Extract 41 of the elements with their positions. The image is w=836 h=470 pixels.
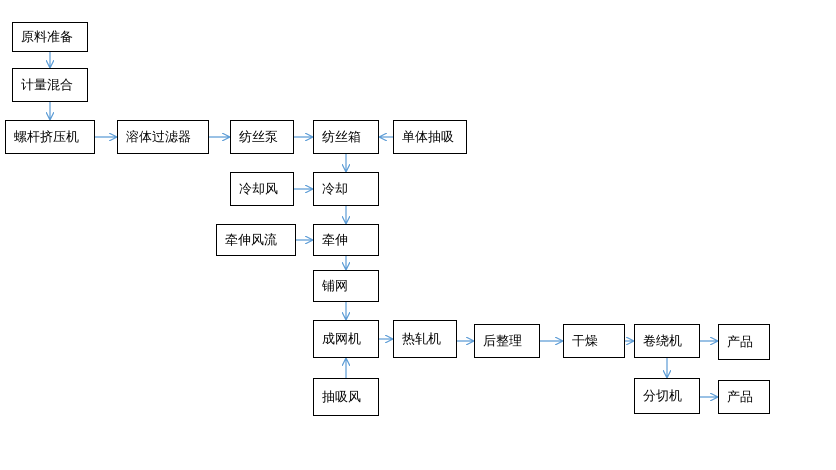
- arrow: [45, 52, 55, 69]
- arrow: [341, 206, 351, 225]
- arrow: [341, 256, 351, 271]
- arrow: [341, 154, 351, 173]
- arrow: [379, 334, 394, 344]
- arrow: [700, 392, 719, 402]
- process-box: 分切机: [634, 378, 700, 414]
- arrow: [700, 336, 719, 346]
- process-box: 纺丝泵: [230, 120, 294, 154]
- arrow: [294, 184, 314, 194]
- process-box: 单体抽吸: [393, 120, 467, 154]
- process-box: 产品: [718, 380, 770, 414]
- process-box: 冷却: [313, 172, 379, 206]
- arrow: [296, 235, 314, 245]
- process-box: 纺丝箱: [313, 120, 379, 154]
- process-box: 牵伸风流: [216, 224, 296, 256]
- process-box: 铺网: [313, 270, 379, 302]
- arrow: [95, 132, 118, 142]
- process-box: 牵伸: [313, 224, 379, 256]
- arrow: [45, 102, 55, 121]
- process-box: 成网机: [313, 320, 379, 358]
- process-box: 产品: [718, 324, 770, 360]
- arrow: [294, 132, 314, 142]
- process-box: 溶体过滤器: [117, 120, 209, 154]
- arrow: [625, 336, 635, 346]
- process-box: 计量混合: [12, 68, 88, 102]
- process-box: 热轧机: [393, 320, 457, 358]
- arrow: [341, 302, 351, 321]
- arrow: [662, 358, 672, 379]
- process-box: 卷绕机: [634, 324, 700, 358]
- arrow: [341, 357, 351, 378]
- process-box: 冷却风: [230, 172, 294, 206]
- process-box: 螺杆挤压机: [5, 120, 95, 154]
- process-box: 后整理: [474, 324, 540, 358]
- process-box: 干燥: [563, 324, 625, 358]
- arrow: [457, 336, 475, 346]
- process-box: 抽吸风: [313, 378, 379, 416]
- arrow: [209, 132, 231, 142]
- process-box: 原料准备: [12, 22, 88, 52]
- arrow: [540, 336, 564, 346]
- arrow: [378, 132, 393, 142]
